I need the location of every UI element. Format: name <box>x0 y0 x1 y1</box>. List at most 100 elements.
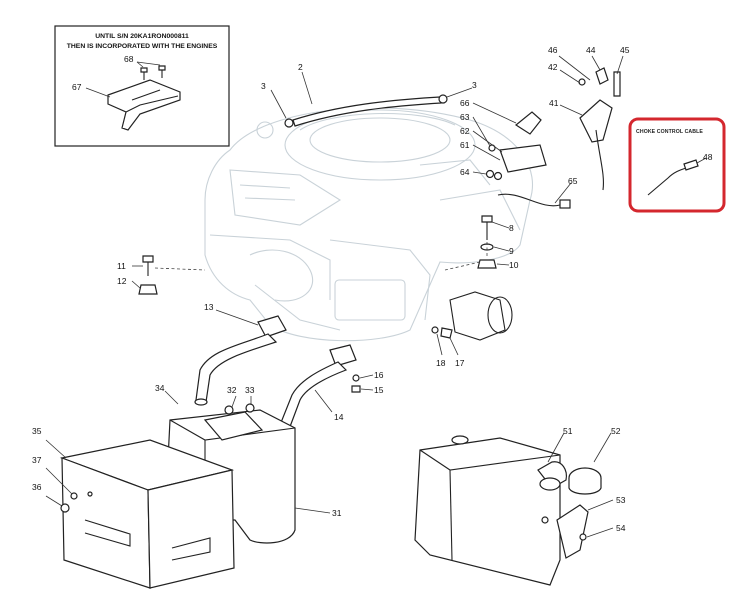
leader-36 <box>45 495 63 507</box>
leader-14 <box>314 389 333 413</box>
inset-title-line2: THEN IS INCORPORATED WITH THE ENGINES <box>66 43 218 50</box>
part-label-44: 44 <box>586 45 596 55</box>
bracket-part-67 <box>107 79 181 131</box>
part-label-42: 42 <box>548 62 558 72</box>
part-label-35: 35 <box>32 426 42 436</box>
leader-41 <box>559 104 583 116</box>
inset-frame <box>54 25 230 147</box>
fuel-tank-part-51 <box>414 435 567 586</box>
choke-callout-frame <box>628 117 726 213</box>
leader-46 <box>558 55 591 81</box>
part-label-11: 11 <box>117 261 126 271</box>
part-label-48: 48 <box>703 152 713 162</box>
leader-65 <box>554 182 572 204</box>
part-label-62: 62 <box>460 126 470 136</box>
leader-3a <box>270 89 287 119</box>
leader-64 <box>472 171 487 175</box>
exhaust-pipe-part-14 <box>277 344 357 433</box>
leader-44 <box>591 55 601 71</box>
leader-9 <box>493 246 510 252</box>
part-label-15: 15 <box>374 385 384 395</box>
oil-filter <box>449 291 513 341</box>
bolt-set-11-12 <box>138 255 206 295</box>
leader-15 <box>360 388 374 391</box>
choke-cable-part-48 <box>647 157 707 196</box>
part-label-54: 54 <box>616 523 626 533</box>
part-label-18: 18 <box>436 358 446 368</box>
leader-34 <box>164 390 179 405</box>
choke-callout-title: CHOKE CONTROL CABLE <box>636 129 703 135</box>
part-label-13: 13 <box>204 302 214 312</box>
part-label-3b: 3 <box>472 80 477 90</box>
part-label-51: 51 <box>563 426 573 436</box>
part-label-3a: 3 <box>261 81 266 91</box>
leader-32 <box>231 395 237 408</box>
leader-16 <box>359 374 374 379</box>
part-label-16: 16 <box>374 370 384 380</box>
leader-42 <box>559 69 581 84</box>
part-label-45: 45 <box>620 45 630 55</box>
leader-8 <box>491 221 510 229</box>
leader-3b <box>446 87 473 98</box>
screws-17-18 <box>431 326 453 339</box>
part-label-31: 31 <box>332 508 342 518</box>
breather-hose-part-2 <box>284 94 448 128</box>
part-label-37: 37 <box>32 455 42 465</box>
part-label-65: 65 <box>568 176 578 186</box>
inset-title: UNTIL S/N 20KA1RON000811 THEN IS INCORPO… <box>58 32 226 52</box>
part-label-17: 17 <box>455 358 465 368</box>
leader-2 <box>301 71 313 105</box>
part-label-52: 52 <box>611 426 621 436</box>
inset-title-line1: UNTIL S/N 20KA1RON000811 <box>95 33 189 40</box>
part-label-34: 34 <box>155 383 165 393</box>
leader-53 <box>587 499 614 511</box>
leader-13 <box>215 309 259 326</box>
bracket-part-53-54 <box>541 504 589 559</box>
part-label-9: 9 <box>509 246 514 256</box>
part-label-68: 68 <box>124 54 134 64</box>
solenoid-parts <box>485 111 571 209</box>
muffler-guard-part-35 <box>59 439 235 589</box>
part-label-67: 67 <box>72 82 82 92</box>
part-label-32: 32 <box>227 385 237 395</box>
part-label-2: 2 <box>298 62 303 72</box>
leader-54 <box>586 527 614 538</box>
part-label-41: 41 <box>549 98 559 108</box>
engine-ghost-outline <box>204 107 534 342</box>
exhaust-pipe-part-13 <box>194 315 287 406</box>
leader-37 <box>45 467 73 495</box>
leader-12 <box>131 280 141 289</box>
leader-10 <box>496 263 510 266</box>
leader-61 <box>472 144 501 161</box>
part-label-64: 64 <box>460 167 470 177</box>
part-label-63: 63 <box>460 112 470 122</box>
leader-67 <box>85 87 111 98</box>
screws-part-68 <box>136 61 166 80</box>
part-label-61: 61 <box>460 140 470 150</box>
screw-36 <box>60 503 70 513</box>
bolt-set-8-9-10 <box>444 215 497 271</box>
part-label-46: 46 <box>548 45 558 55</box>
leader-51 <box>547 432 565 463</box>
leader-17 <box>449 337 459 356</box>
leader-66 <box>472 102 517 124</box>
fuel-cap-part-52 <box>568 467 602 495</box>
choke-lever-assembly <box>578 67 621 191</box>
leader-18 <box>436 333 443 356</box>
leader-45 <box>616 55 624 75</box>
part-label-14: 14 <box>334 412 344 422</box>
part-label-33: 33 <box>245 385 255 395</box>
leader-52 <box>593 432 612 463</box>
part-label-12: 12 <box>117 276 127 286</box>
screws-15-16 <box>351 374 361 393</box>
part-label-10: 10 <box>509 260 519 270</box>
part-label-66: 66 <box>460 98 470 108</box>
part-label-36: 36 <box>32 482 42 492</box>
washer-37 <box>70 492 78 500</box>
leader-31 <box>294 507 331 514</box>
part-label-8: 8 <box>509 223 514 233</box>
leader-62 <box>472 130 503 153</box>
leader-35 <box>45 439 67 459</box>
part-label-53: 53 <box>616 495 626 505</box>
